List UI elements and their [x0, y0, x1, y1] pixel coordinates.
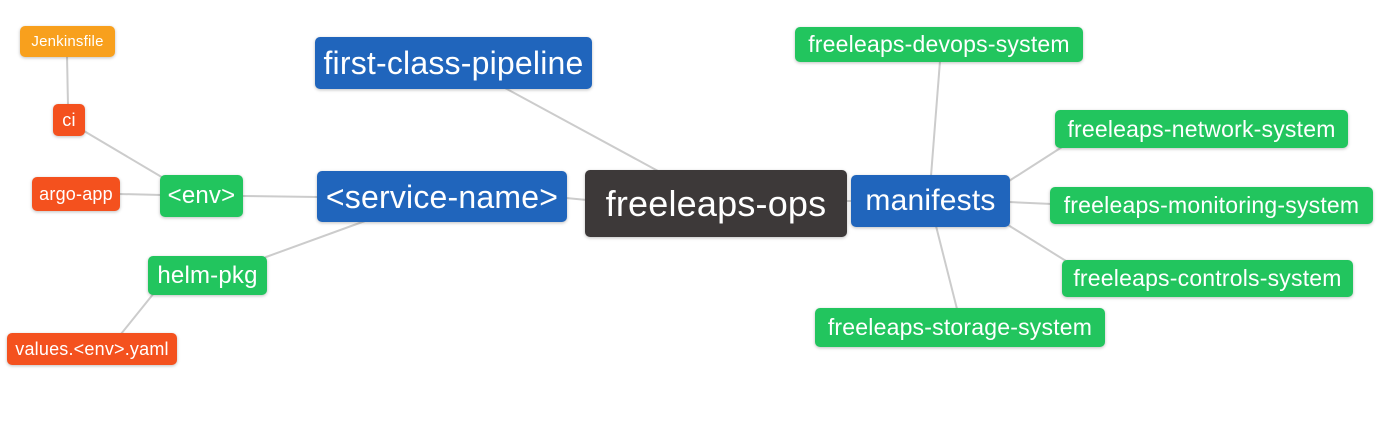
node-helm-pkg[interactable]: helm-pkg — [148, 256, 267, 295]
edge-manifests-to-freeleaps-network-system — [1008, 146, 1063, 182]
edge-argo-app-to-env — [118, 193, 163, 196]
edge-values-env-yaml-to-helm-pkg — [120, 292, 155, 335]
edge-jenkinsfile-to-ci — [66, 54, 69, 107]
node-freeleaps-storage-system[interactable]: freeleaps-storage-system — [815, 308, 1105, 347]
node-freeleaps-monitoring-system[interactable]: freeleaps-monitoring-system — [1050, 187, 1373, 224]
node-values-env-yaml[interactable]: values.<env>.yaml — [7, 333, 177, 365]
edge-manifests-to-freeleaps-storage-system — [935, 225, 958, 310]
edge-manifests-to-freeleaps-monitoring-system — [1008, 201, 1053, 205]
node-freeleaps-ops[interactable]: freeleaps-ops — [585, 170, 847, 237]
node-ci[interactable]: ci — [53, 104, 85, 136]
edge-freeleaps-devops-system-to-manifests — [930, 60, 941, 177]
node-freeleaps-devops-system[interactable]: freeleaps-devops-system — [795, 27, 1083, 62]
node-service-name[interactable]: <service-name> — [317, 171, 567, 222]
node-jenkinsfile[interactable]: Jenkinsfile — [20, 26, 115, 57]
node-argo-app[interactable]: argo-app — [32, 177, 120, 211]
node-first-class-pipeline[interactable]: first-class-pipeline — [315, 37, 592, 89]
edge-ci-to-env — [83, 130, 166, 180]
edge-service-name-to-freeleaps-ops — [565, 197, 588, 201]
edge-first-class-pipeline-to-freeleaps-ops — [504, 87, 659, 172]
node-freeleaps-network-system[interactable]: freeleaps-network-system — [1055, 110, 1348, 148]
node-manifests[interactable]: manifests — [851, 175, 1010, 227]
edge-helm-pkg-to-service-name — [265, 220, 366, 258]
edge-manifests-to-freeleaps-controls-system — [1007, 224, 1067, 262]
node-env[interactable]: <env> — [160, 175, 243, 217]
edge-env-to-service-name — [241, 195, 319, 198]
node-freeleaps-controls-system[interactable]: freeleaps-controls-system — [1062, 260, 1353, 297]
